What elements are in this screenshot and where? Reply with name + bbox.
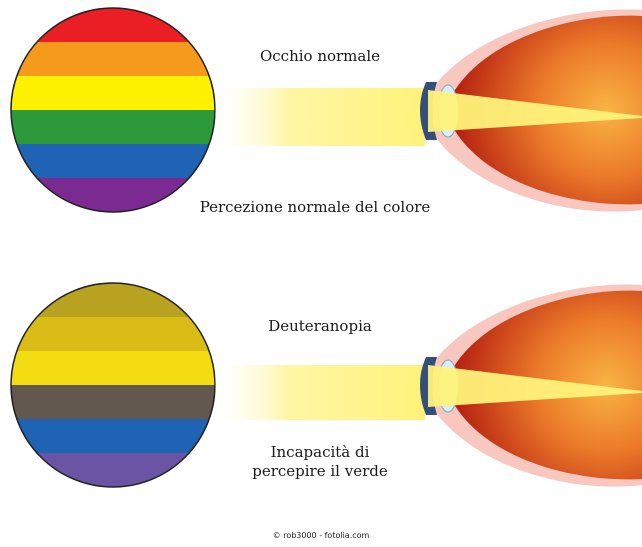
- color-stripe: [11, 42, 215, 77]
- color-stripe: [11, 76, 215, 111]
- image-credit: © rob3000 - fotolia.com: [0, 531, 642, 540]
- eye-normal: [420, 10, 642, 212]
- title-normal: Occhio normale: [235, 47, 405, 66]
- color-stripe: [11, 351, 215, 386]
- light-beam-normal: [215, 88, 425, 146]
- caption-deuteranopia-line2: percepire il verde: [235, 462, 405, 481]
- color-stripe: [11, 419, 215, 454]
- color-stripe: [11, 110, 215, 145]
- caption-normal: Percezione normale del colore: [190, 198, 440, 217]
- light-beam-deuteranopia: [215, 365, 425, 420]
- caption-deuteranopia-line1: Incapacità di: [235, 443, 405, 462]
- color-stripe: [11, 144, 215, 179]
- color-stripe: [11, 385, 215, 420]
- color-stripe: [11, 317, 215, 352]
- title-deuteranopia: Deuteranopia: [235, 317, 405, 336]
- eye-deuteranopia: [420, 285, 642, 487]
